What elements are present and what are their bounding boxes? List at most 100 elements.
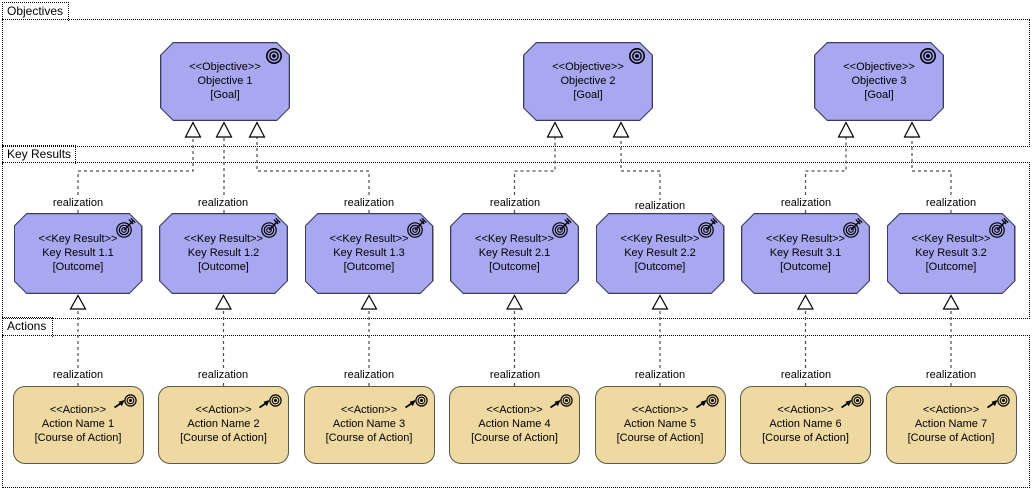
stereotype-label: <<Action>> [777, 404, 834, 416]
stereotype-label: <<Action>> [49, 404, 107, 416]
realization-arrowhead [248, 121, 266, 138]
realization-label: realization [341, 369, 397, 382]
lane-label-text: Actions [7, 319, 47, 333]
element-type: [Goal] [864, 88, 894, 101]
realization-connector[interactable] [256, 137, 370, 213]
element-name: Action Name 7 [914, 418, 988, 430]
element-name: Objective 3 [851, 74, 907, 87]
action-box-4[interactable]: <<Action>> Action Name 4 [Course of Acti… [449, 386, 580, 464]
key-result-text: <<Key Result>> Key Result 2.2 [Outcome] [596, 213, 725, 294]
element-type: [Course of Action] [762, 432, 849, 444]
realization-label: realization [778, 369, 834, 382]
objective-box-1[interactable]: <<Objective>> Objective 1 [Goal] [160, 42, 290, 121]
realization-connector[interactable] [804, 137, 847, 213]
stereotype-label: <<Key Result>> [911, 232, 991, 245]
key-result-box-1-1[interactable]: <<Key Result>> Key Result 1.1 [Outcome] [14, 213, 143, 294]
stereotype-label: <<Action>> [486, 404, 543, 416]
lane-objectives-label[interactable]: Objectives [2, 2, 69, 21]
realization-connector[interactable] [77, 137, 194, 213]
element-name: Action Name 2 [187, 418, 260, 430]
element-name: Action Name 4 [478, 418, 551, 430]
action-box-3[interactable]: <<Action>> Action Name 3 [Course of Acti… [303, 386, 435, 464]
lane-label-text: Objectives [7, 4, 64, 18]
element-name: Action Name 5 [623, 418, 697, 430]
action-text: <<Action>> Action Name 7 [Course of Acti… [887, 387, 1016, 463]
lane-key-results-label[interactable]: Key Results [2, 145, 76, 164]
realization-arrowhead [214, 294, 233, 310]
action-text: <<Action>> Action Name 1 [Course of Acti… [14, 387, 143, 463]
lane-actions-label[interactable]: Actions [2, 317, 53, 337]
action-box-1[interactable]: <<Action>> Action Name 1 [Course of Acti… [12, 386, 144, 464]
lane-actions[interactable] [2, 335, 1030, 488]
key-result-box-3-1[interactable]: <<Key Result>> Key Result 3.1 [Outcome] [741, 213, 870, 294]
key-result-text: <<Key Result>> Key Result 3.1 [Outcome] [741, 213, 870, 294]
action-text: <<Action>> Action Name 6 [Course of Acti… [741, 387, 870, 463]
course-of-action-arrow-target-icon [549, 394, 573, 409]
course-of-action-arrow-target-icon [404, 394, 428, 409]
key-result-box-1-3[interactable]: <<Key Result>> Key Result 1.3 [Outcome] [305, 213, 434, 294]
course-of-action-arrow-target-icon [986, 394, 1010, 409]
goal-target-icon [265, 47, 283, 65]
element-type: [Outcome] [198, 260, 249, 273]
element-type: [Course of Action] [180, 432, 267, 444]
realization-arrowhead [612, 121, 630, 138]
stereotype-label: <<Key Result>> [38, 232, 118, 245]
realization-label: realization [487, 197, 543, 210]
outcome-target-arrow-icon [843, 218, 863, 238]
key-result-box-2-2[interactable]: <<Key Result>> Key Result 2.2 [Outcome] [596, 213, 725, 294]
realization-connector[interactable] [620, 137, 661, 213]
action-text: <<Action>> Action Name 3 [Course of Acti… [305, 387, 434, 463]
action-box-6[interactable]: <<Action>> Action Name 6 [Course of Acti… [740, 386, 871, 464]
key-result-box-3-2[interactable]: <<Key Result>> Key Result 3.2 [Outcome] [887, 213, 1016, 294]
objective-text: <<Objective>> Objective 2 [Goal] [523, 42, 653, 121]
action-box-5[interactable]: <<Action>> Action Name 5 [Course of Acti… [594, 386, 726, 464]
key-result-text: <<Key Result>> Key Result 1.1 [Outcome] [14, 213, 143, 294]
element-type: [Goal] [210, 88, 240, 101]
element-type: [Course of Action] [325, 432, 413, 444]
realization-label: realization [50, 197, 106, 210]
element-type: [Outcome] [634, 260, 686, 273]
action-box-2[interactable]: <<Action>> Action Name 2 [Course of Acti… [158, 386, 289, 464]
element-name: Action Name 1 [41, 418, 115, 430]
realization-arrowhead [184, 121, 202, 138]
element-name: Action Name 6 [769, 418, 842, 430]
realization-label: realization [195, 369, 251, 382]
element-name: Objective 1 [197, 74, 253, 87]
key-result-box-1-2[interactable]: <<Key Result>> Key Result 1.2 [Outcome] [159, 213, 288, 294]
element-name: Key Result 1.2 [187, 246, 260, 259]
element-name: Key Result 1.1 [42, 246, 114, 259]
lane-objectives[interactable] [2, 19, 1030, 147]
objective-box-2[interactable]: <<Objective>> Objective 2 [Goal] [523, 42, 653, 121]
realization-arrowhead [69, 294, 87, 310]
key-result-text: <<Key Result>> Key Result 3.2 [Outcome] [887, 213, 1016, 294]
lane-key-results[interactable] [2, 162, 1030, 319]
course-of-action-arrow-target-icon [258, 394, 282, 409]
element-type: [Outcome] [343, 260, 395, 273]
outcome-target-arrow-icon [698, 218, 718, 238]
element-name: Objective 2 [560, 74, 616, 87]
realization-connector[interactable] [513, 137, 556, 213]
realization-label: realization [923, 369, 979, 382]
action-text: <<Action>> Action Name 5 [Course of Acti… [596, 387, 725, 463]
outcome-target-arrow-icon [989, 218, 1009, 238]
course-of-action-arrow-target-icon [840, 394, 864, 409]
action-box-7[interactable]: <<Action>> Action Name 7 [Course of Acti… [885, 386, 1017, 464]
key-result-text: <<Key Result>> Key Result 1.2 [Outcome] [159, 213, 288, 294]
realization-label: realization [50, 369, 106, 382]
element-name: Key Result 2.2 [624, 246, 696, 259]
element-type: [Course of Action] [907, 432, 995, 444]
element-type: [Outcome] [52, 260, 104, 273]
stereotype-label: <<Key Result>> [329, 232, 409, 245]
realization-label: realization [632, 200, 688, 213]
realization-connector[interactable] [911, 137, 952, 213]
realization-arrowhead [796, 294, 815, 310]
realization-label: realization [341, 197, 397, 210]
realization-arrowhead [215, 121, 233, 138]
goal-target-icon [628, 47, 646, 65]
realization-arrowhead [505, 294, 524, 310]
objective-box-3[interactable]: <<Objective>> Objective 3 [Goal] [814, 42, 944, 121]
outcome-target-arrow-icon [261, 218, 281, 238]
realization-arrowhead [837, 121, 855, 138]
key-result-box-2-1[interactable]: <<Key Result>> Key Result 2.1 [Outcome] [450, 213, 579, 294]
